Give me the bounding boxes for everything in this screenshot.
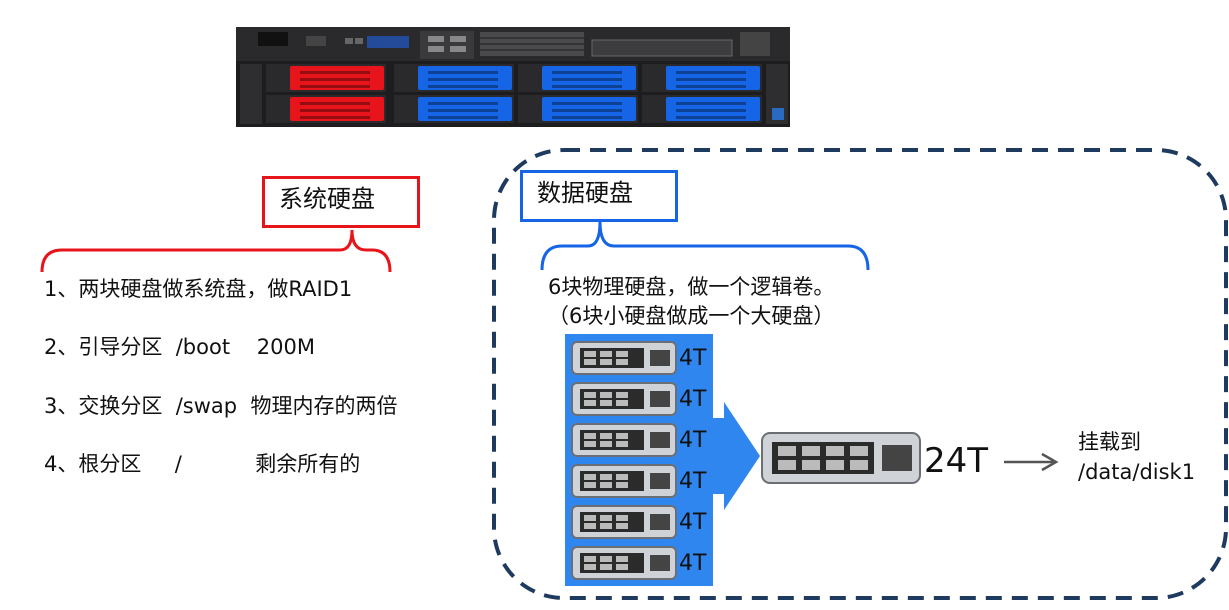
server-drive-bays (266, 64, 762, 123)
system-disk-item-2: 2、引导分区 /boot 200M (44, 335, 315, 359)
data-disk-region (492, 148, 1228, 600)
system-disk-item-3: 3、交换分区 /swap 物理内存的两倍 (44, 394, 398, 418)
disk-stack-background (565, 334, 713, 586)
physical-disk (571, 464, 677, 498)
physical-disk-stack (571, 341, 677, 580)
data-disk-brace (540, 221, 870, 271)
combine-arrow (713, 402, 760, 510)
physical-disk (571, 546, 677, 580)
physical-disk (571, 505, 677, 539)
disk-size-label: 4T (679, 387, 707, 412)
disk-size-label: 4T (679, 469, 707, 494)
system-disk-item-1: 1、两块硬盘做系统盘，做RAID1 (44, 277, 353, 301)
logical-volume-disk (761, 432, 921, 484)
disk-size-label: 4T (679, 346, 707, 371)
disk-size-label: 4T (679, 551, 707, 576)
disk-size-label: 4T (679, 510, 707, 535)
disk-size-label: 4T (679, 428, 707, 453)
system-disk-item-4: 4、根分区 / 剩余所有的 (44, 452, 361, 476)
mount-arrow (1004, 452, 1059, 472)
total-size-label: 24T (924, 441, 989, 481)
system-disk-title: 系统硬盘 (262, 176, 420, 228)
physical-disk (571, 382, 677, 416)
system-disk-brace (40, 229, 392, 273)
physical-disk (571, 423, 677, 457)
data-disk-desc-line2: （6块小硬盘做成一个大硬盘） (548, 304, 835, 328)
physical-disk (571, 341, 677, 375)
data-disk-desc-line1: 6块物理硬盘，做一个逻辑卷。 (548, 275, 835, 299)
mount-label: 挂载到 (1078, 430, 1141, 454)
mount-path: /data/disk1 (1078, 460, 1196, 484)
data-disk-title: 数据硬盘 (520, 170, 678, 222)
